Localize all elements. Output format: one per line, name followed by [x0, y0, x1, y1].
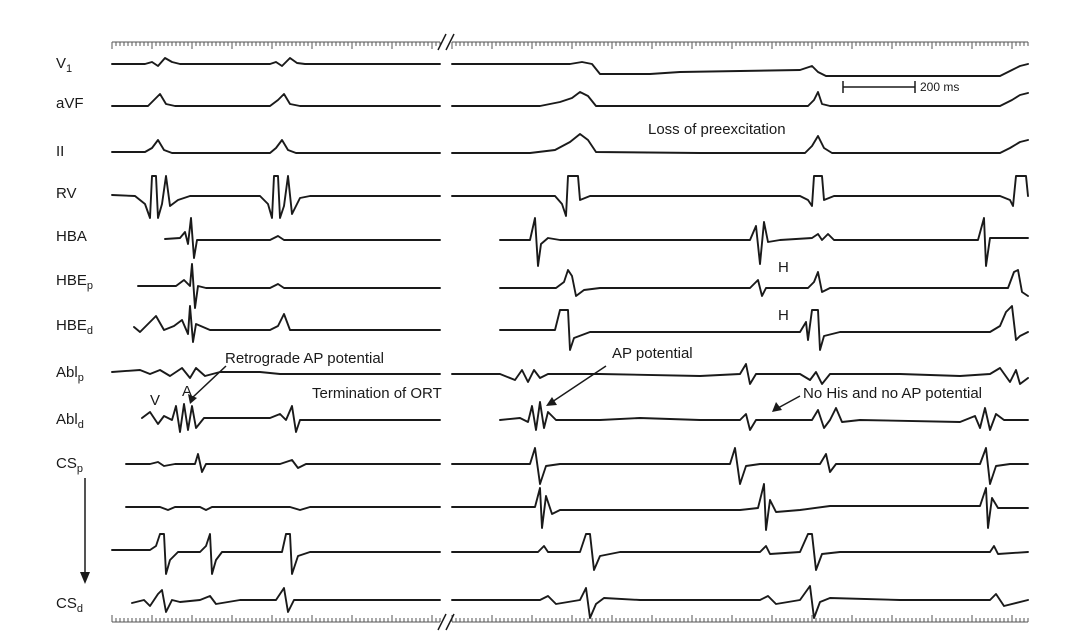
trace-csp-left [125, 453, 441, 473]
his-marker-upper: H [778, 259, 789, 276]
lead-label-hbed: HBEd [56, 317, 93, 337]
no-his-label: No His and no AP potential [803, 385, 982, 402]
lead-label-csp: CSp [56, 455, 83, 475]
trace-ablp-left [111, 367, 441, 379]
trace-abld-left [141, 403, 441, 433]
lead-label-avf: aVF [56, 95, 84, 112]
retrograde-ap-label: Retrograde AP potential [225, 350, 384, 367]
trace-hbep-right [499, 269, 1029, 297]
trace-v1-right [451, 61, 1029, 77]
trace-cs3-right [451, 483, 1029, 531]
lead-label-ablp: Ablp [56, 364, 84, 384]
trace-csd-left [131, 587, 441, 613]
trace-csd-right [451, 585, 1029, 619]
trace-rv-left [111, 175, 441, 219]
lead-label-csd: CSd [56, 595, 83, 615]
his-marker-lower: H [778, 307, 789, 324]
lead-label-v1: V1 [56, 55, 72, 75]
scale-bar: 200 ms [842, 80, 959, 94]
lead-label-ii: II [56, 143, 64, 160]
trace-abld-right [499, 401, 1029, 431]
axis-break-top [437, 33, 455, 51]
trace-cs3-left [125, 506, 441, 511]
no-his-pointer [777, 395, 801, 409]
trace-cs2-right [451, 533, 1029, 571]
traces [111, 57, 1029, 619]
retrograde-ap-pointer [191, 365, 227, 399]
trace-ii-right [451, 133, 1029, 154]
lead-label-hbep: HBEp [56, 272, 93, 292]
trace-hbed-right [499, 305, 1029, 351]
ap-potential-arrowhead [546, 397, 557, 406]
trace-ii-left [111, 139, 441, 154]
trace-hbep-left [137, 263, 441, 309]
loss-preexcitation-label: Loss of preexcitation [648, 121, 786, 138]
lead-label-hba: HBA [56, 228, 87, 245]
trace-csp-right [451, 447, 1029, 485]
ap-potential-label: AP potential [612, 345, 693, 362]
trace-avf-right [451, 91, 1029, 107]
ap-potential-pointer [551, 365, 607, 403]
termination-label: Termination of ORT [312, 385, 442, 402]
a-marker: A [182, 383, 192, 400]
axis-break-bottom [437, 613, 455, 631]
scale-bar-label: 200 ms [920, 80, 959, 94]
top-time-axis [111, 41, 1029, 49]
lead-label-abld: Abld [56, 411, 84, 431]
trace-avf-left [111, 93, 441, 107]
cs-direction-arrow [80, 478, 90, 584]
retrograde-ap-arrowhead [188, 394, 197, 404]
lead-label-rv: RV [56, 185, 77, 202]
bottom-time-axis [111, 615, 1029, 623]
trace-hba-right [499, 217, 1029, 267]
trace-v1-left [111, 57, 441, 67]
lead-labels: V1 aVF II RV HBA HBEp HBEd Ablp Abld CSp… [56, 55, 93, 615]
no-his-arrowhead [772, 402, 782, 412]
trace-rv-right [451, 175, 1029, 217]
v-marker: V [150, 392, 160, 409]
trace-cs2-left [111, 533, 441, 575]
trace-ablp-right [451, 363, 1029, 385]
trace-hba-left [164, 217, 441, 259]
trace-hbed-left [133, 305, 441, 343]
